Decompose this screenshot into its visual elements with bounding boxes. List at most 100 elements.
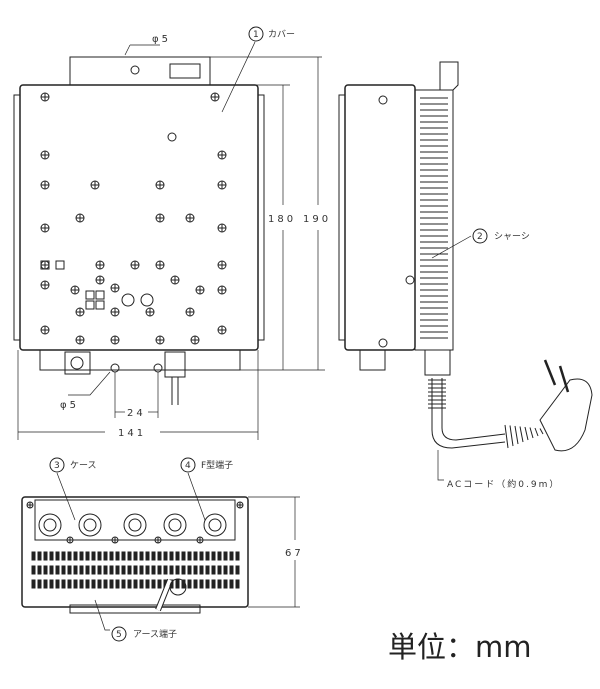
component	[40, 260, 50, 270]
strain-ring	[539, 428, 544, 435]
vent-slot	[61, 579, 66, 589]
vent-slot	[97, 551, 102, 561]
vent-slot	[175, 579, 180, 589]
vent-slot	[145, 579, 150, 589]
callout-number: 2	[477, 232, 483, 242]
component	[55, 260, 65, 270]
vent-slot	[37, 565, 42, 575]
vent-slot	[151, 565, 156, 575]
vent-slot	[193, 565, 198, 575]
vent-slot	[91, 579, 96, 589]
dim-hole-pitch: 24	[127, 408, 146, 419]
vent-slot	[205, 565, 210, 575]
vent-slot	[187, 551, 192, 561]
part-name-case: ケース	[70, 460, 97, 471]
strain-ring	[519, 426, 524, 443]
callout-5: 5 アース端子	[111, 626, 177, 642]
chassis-side	[344, 84, 416, 351]
vent-slot	[133, 565, 138, 575]
ac-cord-label: ACコード（約0.9m）	[447, 478, 560, 490]
hole	[167, 132, 177, 142]
vent-slot	[79, 565, 84, 575]
vent-slot	[61, 565, 66, 575]
side-rail-left	[13, 94, 21, 341]
callout-1: 1 カバー	[248, 26, 295, 42]
vent-slot	[157, 551, 162, 561]
vent-slot	[223, 565, 228, 575]
strain-relief	[428, 379, 544, 449]
vent-slot	[97, 579, 102, 589]
case-bottom	[21, 496, 249, 608]
vent-slot	[67, 565, 72, 575]
vent-slot	[211, 579, 216, 589]
vent-slot	[199, 565, 204, 575]
vent-slot	[133, 551, 138, 561]
earth-terminal	[64, 351, 91, 375]
vent-slot	[73, 579, 78, 589]
vent-slot	[109, 579, 114, 589]
vent-slot	[163, 551, 168, 561]
strain-ring	[534, 427, 539, 437]
strain-ring	[514, 425, 519, 445]
vent-slot	[91, 551, 96, 561]
vent-slot	[235, 551, 240, 561]
vent-slot	[127, 551, 132, 561]
component	[95, 290, 105, 300]
vent-slot	[217, 551, 222, 561]
vent-slot	[169, 551, 174, 561]
hole	[153, 363, 163, 373]
callout-4: 4 F型端子	[180, 457, 233, 473]
callout-3: 3 ケース	[49, 457, 97, 473]
vent-slot	[85, 565, 90, 575]
vent-slot	[139, 565, 144, 575]
vent-slot	[115, 565, 120, 575]
vent-slot	[181, 551, 186, 561]
vent-slot	[217, 565, 222, 575]
vent-slot	[31, 565, 36, 575]
vent-slot	[169, 565, 174, 575]
f-connector	[123, 513, 147, 537]
part-name-f-connector: F型端子	[201, 459, 233, 471]
callout-number: 3	[54, 461, 60, 471]
mount-hole	[130, 65, 140, 75]
vent-slot	[229, 551, 234, 561]
vent-slot	[79, 579, 84, 589]
vent-slot	[151, 551, 156, 561]
vent-slot	[79, 551, 84, 561]
vent-slot	[31, 579, 36, 589]
side-view	[338, 61, 472, 376]
strain-ring	[524, 426, 529, 441]
vent-slot	[175, 565, 180, 575]
heat-sink	[414, 89, 454, 351]
strain-ring	[529, 427, 534, 439]
vent-slot	[133, 579, 138, 589]
part-name-earth-terminal: アース端子	[133, 628, 177, 640]
vent-slot	[187, 579, 192, 589]
f-connector-inner	[168, 518, 182, 532]
vent-slot	[211, 551, 216, 561]
vent-slot	[145, 565, 150, 575]
f-connector-inner	[83, 518, 97, 532]
f-connector-inner	[43, 518, 57, 532]
dim-width: 141	[118, 428, 146, 439]
component	[95, 300, 105, 310]
cord-bushing	[164, 351, 186, 378]
vent-slot	[139, 551, 144, 561]
vent-slot	[55, 579, 60, 589]
strain-ring	[509, 425, 514, 447]
vent-slot	[103, 551, 108, 561]
vent-slot	[223, 551, 228, 561]
vent-slot	[199, 579, 204, 589]
vent-slot	[49, 565, 54, 575]
vent-slot	[67, 579, 72, 589]
vent-slot	[55, 551, 60, 561]
vent-slot	[115, 551, 120, 561]
vent-slot	[235, 565, 240, 575]
hole	[110, 363, 120, 373]
vent-slot	[229, 579, 234, 589]
vent-slot	[121, 565, 126, 575]
vent-slot	[73, 551, 78, 561]
connector-block	[39, 349, 241, 371]
unit-label: 単位：mm	[388, 630, 532, 664]
vent-slot	[109, 551, 114, 561]
